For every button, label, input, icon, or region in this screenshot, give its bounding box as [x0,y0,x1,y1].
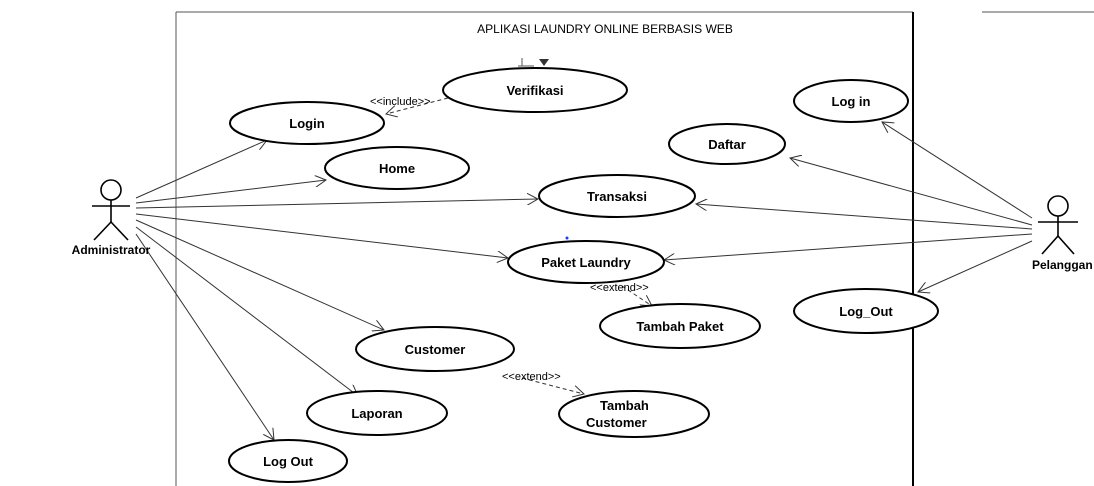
usecase-daftar: Daftar [668,123,786,165]
usecase-login-pelanggan: Log in [793,79,909,123]
svg-text:Home: Home [379,161,415,176]
usecase-laporan: Laporan [306,390,448,436]
usecase-tambah-customer: Tambah Customer [558,390,710,438]
extend-paket-tambah [621,285,652,306]
include-login-verifikasi [386,97,449,114]
svg-text:Daftar: Daftar [708,137,746,152]
include-label: <<include>> [370,96,431,108]
svg-text:Log in: Log in [832,94,871,109]
assoc-admin-transaksi [135,199,538,209]
usecase-verifikasi: Verifikasi [442,67,628,113]
svg-text:Log Out: Log Out [263,454,313,469]
svg-text:Verifikasi: Verifikasi [506,83,563,98]
svg-text:Login: Login [289,116,324,131]
usecase-login: Login [229,101,385,145]
assoc-admin-customer [135,219,384,330]
svg-text:Tambah: Tambah [600,398,649,413]
assoc-admin-home [135,180,326,204]
svg-text:Transaksi: Transaksi [587,189,647,204]
svg-text:Log_Out: Log_Out [839,304,893,319]
assoc-pelanggan-daftar [790,158,1033,226]
svg-text:Paket Laundry: Paket Laundry [541,255,631,270]
assoc-pelanggan-logout [918,240,1033,292]
svg-text:Customer: Customer [405,342,466,357]
assoc-admin-laporan [135,226,358,396]
actor-pelanggan-icon [1038,195,1078,255]
extend-label-paket: <<extend>> [590,282,649,294]
system-title: APLIKASI LAUNDRY ONLINE BERBASIS WEB [477,22,733,36]
svg-text:Tambah Paket: Tambah Paket [636,319,724,334]
assoc-pelanggan-paket [664,233,1033,260]
assoc-pelanggan-transaksi [696,204,1033,230]
usecase-transaksi: Transaksi [538,174,696,218]
assoc-admin-logout [135,233,274,440]
actor-administrator-icon [92,179,130,241]
usecase-log-out-admin: Log Out [228,439,348,483]
usecase-home: Home [324,146,470,190]
assoc-pelanggan-login [882,122,1033,219]
verifikasi-marker-icon [518,58,549,67]
extend-customer-tambah [521,377,584,394]
blue-dot-marker [565,236,569,240]
assoc-admin-paket [135,213,508,258]
usecase-log-out-pelanggan: Log_Out [793,288,939,334]
usecase-customer: Customer [355,326,515,372]
actor-pelanggan-label: Pelanggan [1032,258,1093,272]
usecase-paket-laundry: Paket Laundry [507,240,665,284]
assoc-admin-login [135,140,267,199]
actor-administrator-label: Administrator [72,243,151,257]
usecase-tambah-paket: Tambah Paket [599,303,761,349]
svg-text:Laporan: Laporan [351,406,402,421]
extend-label-customer: <<extend>> [502,371,561,383]
svg-text:Customer: Customer [586,415,647,430]
